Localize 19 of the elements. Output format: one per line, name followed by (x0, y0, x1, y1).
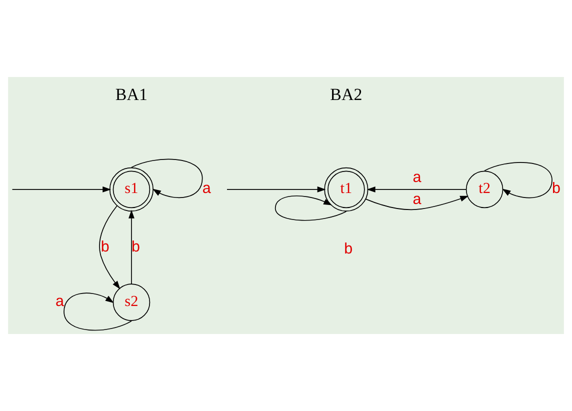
edge-label: a (412, 191, 422, 208)
edge-label: b (552, 180, 561, 198)
node-circle: s1 (109, 167, 154, 212)
edge-label: b (131, 238, 140, 256)
arrow (99, 205, 120, 290)
label: BA1 (115, 84, 148, 104)
arrow (226, 186, 326, 192)
edge-label: b (344, 240, 353, 258)
edge-label: a (202, 180, 211, 198)
edge-label: a (56, 293, 64, 310)
arrow (365, 196, 469, 210)
node-circle: s2 (112, 284, 150, 321)
arrow (366, 186, 467, 192)
arrow (12, 186, 112, 192)
edge-label: b (100, 238, 110, 256)
arrow (128, 210, 134, 284)
label: BA2 (330, 84, 362, 104)
edge-label: a (412, 169, 422, 186)
node-circle: t2 (466, 170, 504, 208)
